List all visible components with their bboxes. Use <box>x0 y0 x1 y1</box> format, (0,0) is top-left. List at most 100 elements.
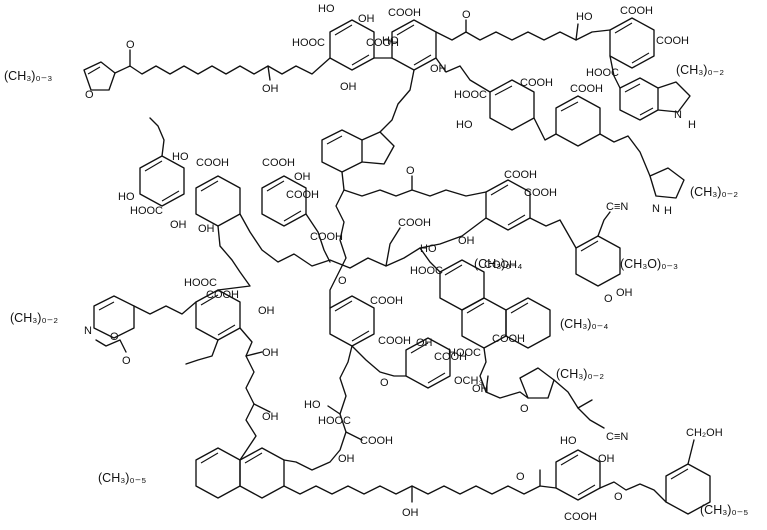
label-h-pyrrole: H <box>664 205 672 217</box>
label-cn-lower: C≡N <box>606 431 628 443</box>
label-cooh-fused4: COOH <box>570 83 603 95</box>
label-cooh-fused2: COOH <box>520 77 553 89</box>
aromatic-ring-top-right <box>609 17 655 69</box>
label-oh-bottom-chain: OH <box>402 507 419 519</box>
fused-ring-right <box>555 95 601 147</box>
label-o-nitrile-ring: O <box>604 293 613 305</box>
label-o-bottom-right-link: O <box>614 491 623 503</box>
label-oh-methoxy1: OH <box>416 337 433 349</box>
label-o-furan-top: O <box>85 89 94 101</box>
label-o-ester-left1: O <box>110 331 119 343</box>
label-o-ester-left2: O <box>122 355 131 367</box>
label-o-ester-bottom: O <box>516 471 525 483</box>
label-cooh-phen5: COOH <box>492 333 525 345</box>
label-ho-biphenyl3: HO <box>118 191 135 203</box>
label-cooh-center3: COOH <box>286 189 319 201</box>
label-cooh-top-right2: COOH <box>656 35 689 47</box>
label-hooc-phen1: HOOC <box>410 265 443 277</box>
label-ho-biphenyl1: HO <box>172 151 189 163</box>
label-oh-mid2: OH <box>458 235 475 247</box>
label-h-indole: H <box>688 119 696 131</box>
label-cooh-methoxy2: COOH <box>434 351 467 363</box>
label-cooh-top-right1: COOH <box>620 5 653 17</box>
naphthalene-ring-b <box>239 447 285 499</box>
aromatic-ring-center-lower <box>329 295 375 347</box>
label-cooh-chain-low2: HOOC <box>318 415 351 427</box>
label-ho-bottom-right1: HO <box>560 435 577 447</box>
label-n-indole: N <box>674 109 682 121</box>
aromatic-ring-center <box>261 175 307 227</box>
label-cooh-centerlow1: COOH <box>370 295 403 307</box>
label-oh-biphenyl5: OH <box>198 223 215 235</box>
label-o-furan-low: O <box>520 403 529 415</box>
label-oh-chain-low4: OH <box>338 453 355 465</box>
furan-ring-top-left <box>83 61 116 91</box>
label-ch2oh: CH₂OH <box>686 427 723 439</box>
label-ch3-0-4: (CH₃)₀₋₄ <box>474 257 522 271</box>
label-oh-chain-top: OH <box>262 83 279 95</box>
label-cooh-phen3: COOH <box>484 259 517 271</box>
label-hooc-biphenyl4: HOOC <box>130 205 163 217</box>
label-oh-leftmid5: OH <box>262 411 279 423</box>
label-ch3o-0-3: (CH₃O)₀₋₃ <box>620 257 678 271</box>
label-n-pyrrole: N <box>652 203 660 215</box>
label-cooh-center1: COOH <box>262 157 295 169</box>
label-cooh-chain-low3: COOH <box>360 435 393 447</box>
label-ch3-0-2-top-right: (CH₃)₀₋₂ <box>676 63 724 77</box>
label-oh-top-b3: OH <box>430 63 447 75</box>
label-cooh-right-upper1: COOH <box>504 169 537 181</box>
biphenyl-ring-right <box>195 175 241 227</box>
biphenyl-ring-left <box>139 155 185 207</box>
label-n-pyridine: N <box>84 325 92 337</box>
label-hooc-fused1: HOOC <box>454 89 487 101</box>
label-ch3-0-2-pyrrole: (CH₃)₀₋₂ <box>690 185 738 199</box>
label-o-ketone-center: O <box>406 165 415 177</box>
label-hooc-phen4: HOOC <box>448 347 481 359</box>
label-cooh-biphenyl2: COOH <box>196 157 229 169</box>
label-o-ketone-top: O <box>126 39 135 51</box>
ring-systems <box>83 17 711 515</box>
label-ho-top-chain: HO <box>576 11 593 23</box>
label-cooh-biphenyl6: OH <box>170 219 187 231</box>
label-oh-leftmid4: OH <box>262 347 279 359</box>
label-hooc-top-right3: HOOC <box>586 67 619 79</box>
label-cooh-top-a3: OH <box>358 13 375 25</box>
label-oh-nitrile-ring: OH <box>616 287 633 299</box>
label-oh-top-a5: OH <box>340 81 357 93</box>
label-oh-furan-low: OH <box>472 383 489 395</box>
label-cooh-leftmid2: COOH <box>206 289 239 301</box>
label-hooc-top-a2: HO <box>318 3 335 15</box>
label-ch3-0-5-bottom-right: (CH₃)₀₋₅ <box>700 503 748 517</box>
group-labels: (CH₃)₀₋₃ O O OH HOOC HO OH COOH OH COOH … <box>4 3 748 523</box>
label-ho-phen2: HO <box>420 243 437 255</box>
label-cooh-bottom-right3: COOH <box>564 511 597 523</box>
furan-ring-lower <box>519 367 555 399</box>
label-ch3-0-2-pyridine: (CH₃)₀₋₂ <box>10 311 58 325</box>
label-oh-bottom-right2: OH <box>598 453 615 465</box>
label-ch3-0-5-bottom-left: (CH₃)₀₋₅ <box>98 471 146 485</box>
pyridine-ring <box>93 295 135 339</box>
label-ho-chain-low1: HO <box>304 399 321 411</box>
label-ch3-0-4-phen: (CH₃)₀₋₄ <box>560 317 608 331</box>
label-och3: OCH₃ <box>454 375 483 387</box>
label-cooh-top-a4: COOH <box>366 37 399 49</box>
label-cooh-top-b1: COOH <box>388 7 421 19</box>
phenanthrene-ring-c <box>505 297 551 349</box>
aromatic-ring-bottom-right <box>555 449 601 501</box>
label-oh-leftmid3: OH <box>258 305 275 317</box>
label-cooh-right-upper2: COOH <box>524 187 557 199</box>
label-o-center-link: O <box>338 275 347 287</box>
label-ch3-0-2-furan-low: (CH₃)₀₋₂ <box>556 367 604 381</box>
pyrrole-ring <box>649 167 685 199</box>
label-cooh-mid1: COOH <box>398 217 431 229</box>
label-ch3-0-3-top-left: (CH₃)₀₋₃ <box>4 69 52 83</box>
label-o-methoxy-link: O <box>380 377 389 389</box>
label-cooh-mid3: COOH <box>310 231 343 243</box>
label-cn-right: C≡N <box>606 201 628 213</box>
label-ho-top-b2: HO <box>382 35 399 47</box>
chain-bonds <box>95 19 695 503</box>
aromatic-ring-nitrile <box>575 235 621 287</box>
label-hooc-leftmid1: HOOC <box>184 277 217 289</box>
naphthalene-ring-a <box>195 447 241 499</box>
